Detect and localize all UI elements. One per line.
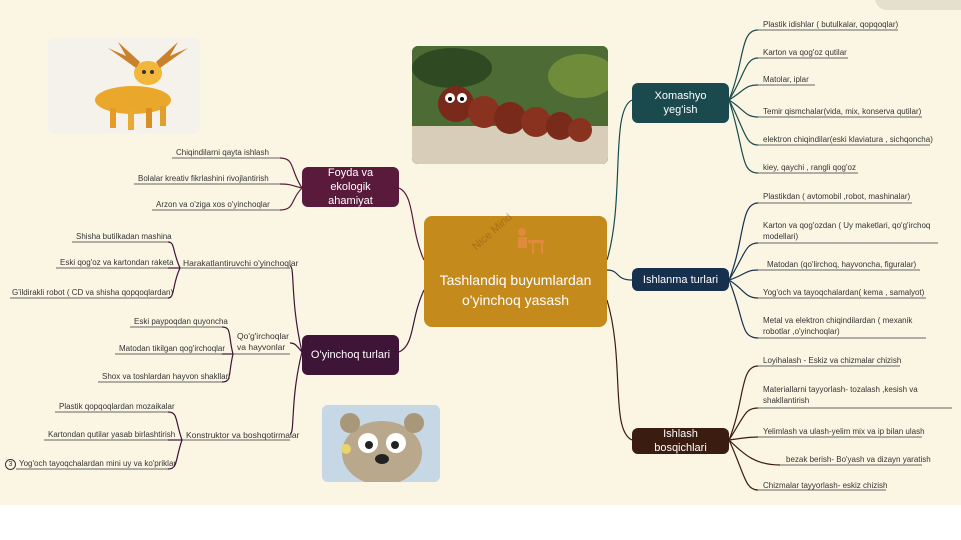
leaf-bosqich-5[interactable]: Chizmalar tayyorlash- eskiz chizish	[763, 481, 888, 490]
watermark-text: Nice Mind	[470, 211, 515, 253]
leaf-bosqich-1[interactable]: Loyihalash - Eskiz va chizmalar chizish	[763, 356, 902, 365]
leaf-xomashyo-6[interactable]: kiey, qaychi , rangli qog'oz	[763, 163, 856, 172]
leaf-ishlanma-1[interactable]: Plastikdan ( avtomobil ,robot, mashinala…	[763, 192, 911, 201]
corner-image-fragment	[875, 0, 961, 10]
leaf-harakat-1[interactable]: Shisha butilkadan mashina	[76, 232, 172, 241]
topic-foyda-label: Foyda va ekologik ahamiyat	[327, 167, 374, 207]
leaf-deer-image	[48, 38, 200, 134]
topic-oyinchoq[interactable]: O'yinchoq turlari	[302, 335, 399, 375]
leaf-bosqich-4[interactable]: bezak berish- Bo'yash va dizayn yaratish	[786, 455, 931, 464]
leaf-konstruktor-3[interactable]: Yog'och tayoqchalardan mini uy va ko'pri…	[19, 459, 177, 468]
central-topic[interactable]: Nice Mind Tashlandiq buyumlardan o'yinch…	[424, 211, 607, 327]
connector-lines	[10, 29, 952, 491]
group-harakat[interactable]: Harakatlantiruvchi o'yinchoqlar	[183, 258, 299, 268]
group-qogirchoq[interactable]: Qo'g'irchoqlar va hayvonlar	[237, 331, 289, 352]
leaf-ishlanma-3[interactable]: Matodan (qo'lirchoq, hayvoncha, figurala…	[767, 260, 917, 269]
mind-map-canvas: Nice Mind Tashlandiq buyumlardan o'yinch…	[0, 0, 961, 505]
desk-person-icon	[518, 228, 544, 254]
leaf-qogirchoq-2[interactable]: Matodan tikilgan qog'irchoqlar	[119, 344, 226, 353]
leaf-qogirchoq-1[interactable]: Eski paypoqdan quyoncha	[134, 317, 228, 326]
leaf-bosqich-2[interactable]: Materiallarni tayyorlash- tozalash ,kesi…	[763, 385, 918, 405]
felt-bear-image	[322, 405, 440, 482]
leaf-foyda-2[interactable]: Bolalar kreativ fikrlashini rivojlantiri…	[138, 174, 269, 183]
topic-bosqich-label: Ishlash bosqichlari	[654, 428, 707, 454]
leaf-harakat-3[interactable]: G'ildirakli robot ( CD va shisha qopqoql…	[12, 288, 174, 297]
topic-ishlanma-label: Ishlanma turlari	[642, 273, 719, 286]
topic-ishlanma[interactable]: Ishlanma turlari	[632, 268, 729, 291]
leaf-ishlanma-2[interactable]: Karton va qog'ozdan ( Uy maketlari, qo'g…	[763, 221, 931, 241]
leaf-bosqich-3[interactable]: Yelimlash va ulash-yelim mix va ip bilan…	[763, 427, 925, 436]
leaf-xomashyo-5[interactable]: elektron chiqindilar(eski klaviatura , s…	[763, 135, 933, 144]
central-title: Tashlandiq buyumlardan o'yinchoq yasash	[439, 271, 592, 308]
leaf-ishlanma-5[interactable]: Metal va elektron chiqindilardan ( mexan…	[763, 316, 913, 336]
leaf-harakat-2[interactable]: Eski qog'oz va kartondan raketa	[60, 258, 174, 267]
leaf-foyda-3[interactable]: Arzon va o'ziga xos o'yinchoqlar	[156, 200, 270, 209]
topic-foyda[interactable]: Foyda va ekologik ahamiyat	[302, 167, 399, 207]
topic-oyinchoq-label: O'yinchoq turlari	[310, 349, 391, 361]
leaf-foyda-1[interactable]: Chiqindilarni qayta ishlash	[176, 148, 269, 157]
leaf-konstruktor-2[interactable]: Kartondan qutilar yasab birlashtirish	[48, 430, 176, 439]
page-number-badge: 3	[5, 459, 16, 470]
leaf-konstruktor-1[interactable]: Plastik qopqoqlardan mozaikalar	[59, 402, 175, 411]
leaf-xomashyo-1[interactable]: Plastik idishlar ( butulkalar, qopqoqlar…	[763, 20, 899, 29]
group-konstruktor[interactable]: Konstruktor va boshqotirmalar	[186, 430, 300, 440]
leaf-xomashyo-2[interactable]: Karton va qog'oz qutilar	[763, 48, 847, 57]
leaf-ishlanma-4[interactable]: Yog'och va tayoqchalardan( kema , samaly…	[763, 288, 925, 297]
leaf-xomashyo-4[interactable]: Temir qismchalar(vida, mix, konserva qut…	[763, 107, 922, 116]
chestnut-caterpillar-image	[412, 46, 608, 164]
topic-bosqich[interactable]: Ishlash bosqichlari	[632, 428, 729, 454]
leaf-xomashyo-3[interactable]: Matolar, iplar	[763, 75, 809, 84]
leaf-qogirchoq-3[interactable]: Shox va toshlardan hayvon shakllari	[102, 372, 231, 381]
topic-xomashyo[interactable]: Xomashyo yeg'ish	[632, 83, 729, 123]
topic-xomashyo-label: Xomashyo yeg'ish	[654, 90, 707, 116]
